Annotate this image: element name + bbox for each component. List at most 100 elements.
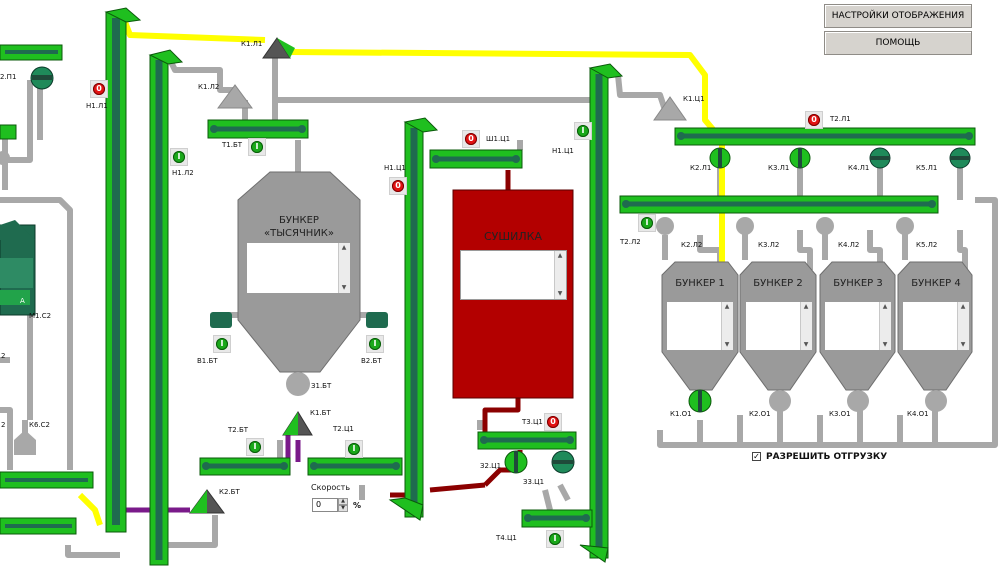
bunker-1-level-display[interactable]: ▲ ▼ <box>666 301 734 351</box>
indicator-v2-bt[interactable]: I <box>366 335 384 353</box>
scroll-up-icon[interactable]: ▲ <box>803 303 809 310</box>
speed-input[interactable]: 0 <box>312 498 338 512</box>
rotary-valves <box>504 147 971 474</box>
indicator-t1-bt[interactable]: I <box>248 138 266 156</box>
bunker-tysyachnik-title-line2: «ТЫСЯЧНИК» <box>263 228 335 239</box>
bunker-tysyachnik-title: БУНКЕР «ТЫСЯЧНИК» <box>248 214 350 240</box>
indicator-t2-bt[interactable]: I <box>246 438 264 456</box>
scroll-down-icon[interactable]: ▼ <box>803 341 809 348</box>
indicator-t3-c1[interactable]: 0 <box>544 413 562 431</box>
indicator-lamp-icon: 0 <box>93 83 105 95</box>
indicator-lamp-icon: I <box>549 533 561 545</box>
display-settings-button[interactable]: НАСТРОЙКИ ОТОБРАЖЕНИЯ <box>824 4 972 28</box>
spin-up-icon[interactable]: ▲ <box>338 498 348 505</box>
dryer-level-scrollbar[interactable]: ▲ ▼ <box>554 251 566 299</box>
tysyachnik-level-scrollbar[interactable]: ▲ ▼ <box>338 243 350 293</box>
label-k1-bt: К1.БТ <box>310 409 331 417</box>
label-k6-c2: К6.С2 <box>29 421 50 429</box>
bunker-2-level-scrollbar[interactable]: ▲ ▼ <box>800 302 812 350</box>
bunker-2-title: БУНКЕР 2 <box>753 278 803 289</box>
label-n1-l1: Н1.Л1 <box>86 102 108 110</box>
label-k3-l2: К3.Л2 <box>758 241 780 249</box>
speed-unit: % <box>353 501 362 510</box>
label-k1-c1: К1.Ц1 <box>683 95 705 103</box>
label-t2-l1: Т2.Л1 <box>830 115 851 123</box>
label-k1-l2: К1.Л2 <box>198 83 220 91</box>
spin-down-icon[interactable]: ▼ <box>338 505 348 512</box>
label-t2-c1: Т2.Ц1 <box>333 425 354 433</box>
scroll-up-icon[interactable]: ▲ <box>341 244 347 251</box>
conveyor-pulleys <box>202 125 973 522</box>
label-left-2a: 2 <box>1 352 6 360</box>
speed-spinner[interactable]: 0 ▲ ▼ <box>312 498 350 512</box>
scroll-down-icon[interactable]: ▼ <box>882 341 888 348</box>
bunker-1-level-scrollbar[interactable]: ▲ ▼ <box>721 302 733 350</box>
label-t2-l2: Т2.Л2 <box>620 238 641 246</box>
scroll-up-icon[interactable]: ▲ <box>557 252 563 259</box>
indicator-lamp-icon: I <box>249 441 261 453</box>
indicator-t2-l1[interactable]: 0 <box>805 111 823 129</box>
label-t1-bt: Т1.БТ <box>222 141 243 149</box>
dryer-level-display[interactable]: ▲ ▼ <box>460 250 567 300</box>
indicator-lamp-icon: I <box>348 443 360 455</box>
indicator-t2-c1[interactable]: I <box>345 440 363 458</box>
elevator-n1-c1-right <box>579 63 624 563</box>
label-k3-o1: К3.О1 <box>829 410 851 418</box>
scroll-down-icon[interactable]: ▼ <box>557 290 563 297</box>
indicator-sh1-c1[interactable]: 0 <box>462 130 480 148</box>
label-k1-l1: К1.Л1 <box>241 40 263 48</box>
indicator-n1-l1[interactable]: 0 <box>90 80 108 98</box>
indicator-n1-c1-left[interactable]: 0 <box>389 177 407 195</box>
speed-label: Скорость <box>311 483 351 492</box>
label-z1-bt: З1.БТ <box>311 382 332 390</box>
label-sh1-c1: Ш1.Ц1 <box>486 135 511 143</box>
scroll-up-icon[interactable]: ▲ <box>882 303 888 310</box>
unload-checkbox[interactable]: ✓ <box>752 452 761 461</box>
tysyachnik-level-display[interactable]: ▲ ▼ <box>246 242 351 294</box>
bunker-tysyachnik-title-line1: БУНКЕР <box>279 215 319 226</box>
label-v1-bt: В1.БТ <box>197 357 218 365</box>
label-z3-c1: З3.Ц1 <box>523 478 545 486</box>
indicator-n1-l2[interactable]: I <box>170 148 188 166</box>
label-left-2b: 2 <box>1 421 6 429</box>
help-button[interactable]: ПОМОЩЬ <box>824 31 972 55</box>
conveyor-belts <box>206 126 969 521</box>
elevator-n1-l2 <box>148 49 184 566</box>
label-k4-l2: К4.Л2 <box>838 241 860 249</box>
indicator-t2-l2[interactable]: I <box>638 214 656 232</box>
bunker-4-level-scrollbar[interactable]: ▲ ▼ <box>957 302 969 350</box>
label-m1-c2: М1.С2 <box>29 312 52 320</box>
left-vessel-letter: А <box>20 297 25 305</box>
indicator-v1-bt[interactable]: I <box>213 335 231 353</box>
scroll-down-icon[interactable]: ▼ <box>341 284 347 291</box>
bunker-4-level-display[interactable]: ▲ ▼ <box>902 301 970 351</box>
indicator-n1-c1-right[interactable]: I <box>574 122 592 140</box>
indicator-lamp-icon: I <box>641 217 653 229</box>
indicator-lamp-icon: 0 <box>392 180 404 192</box>
label-k3-l1: К3.Л1 <box>768 164 790 172</box>
bunker-outlets <box>688 389 947 413</box>
scroll-up-icon[interactable]: ▲ <box>960 303 966 310</box>
indicator-t4-c1[interactable]: I <box>546 530 564 548</box>
label-p1-partial: 2.П1 <box>0 73 17 81</box>
indicator-lamp-icon: 0 <box>808 114 820 126</box>
label-k2-l1: К2.Л1 <box>690 164 712 172</box>
bunker-3-level-scrollbar[interactable]: ▲ ▼ <box>879 302 891 350</box>
indicator-lamp-icon: I <box>173 151 185 163</box>
bunker-2-level-display[interactable]: ▲ ▼ <box>745 301 813 351</box>
indicator-lamp-icon: I <box>216 338 228 350</box>
scroll-down-icon[interactable]: ▼ <box>724 341 730 348</box>
pipes-gray <box>0 50 998 558</box>
scroll-up-icon[interactable]: ▲ <box>724 303 730 310</box>
bunker-1-title: БУНКЕР 1 <box>675 278 725 289</box>
indicator-lamp-icon: 0 <box>547 416 559 428</box>
label-z2-c1: З2.Ц1 <box>480 462 502 470</box>
label-k2-l2: К2.Л2 <box>681 241 703 249</box>
scroll-down-icon[interactable]: ▼ <box>960 341 966 348</box>
bunker-3-level-display[interactable]: ▲ ▼ <box>824 301 892 351</box>
label-v2-bt: В2.БТ <box>361 357 382 365</box>
bunker-4-title: БУНКЕР 4 <box>911 278 961 289</box>
elevator-n1-c1-left <box>388 117 439 521</box>
elevator-n1-l1 <box>104 7 142 533</box>
